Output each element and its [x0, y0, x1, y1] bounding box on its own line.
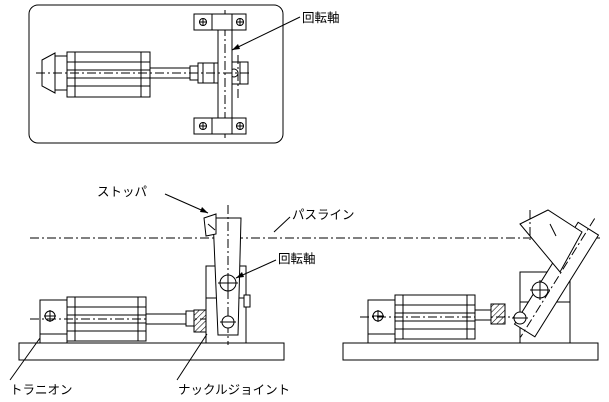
- right-trunnion-support: [367, 299, 396, 344]
- leader-trunnion: [9, 337, 41, 381]
- right-knuckle-joint: [490, 303, 506, 325]
- side-view-left: [9, 193, 285, 381]
- left-rod-nut: [185, 310, 195, 327]
- top-view: [28, 4, 301, 144]
- leader-stopper: [164, 193, 209, 214]
- label-knuckle-joint: ナックルジョイント: [178, 382, 290, 397]
- left-base-plate: [18, 342, 285, 361]
- side-view-right: [342, 209, 600, 361]
- top-view-frame: [28, 4, 284, 144]
- top-cylinder-body: [66, 51, 151, 98]
- left-piston-rod: [145, 313, 189, 325]
- right-base-plate: [342, 342, 599, 361]
- label-stopper: ストッパ: [97, 184, 147, 199]
- right-piston-rod: [474, 309, 492, 321]
- label-pivot-top: 回転軸: [302, 10, 340, 25]
- leader-pass-line: [273, 216, 291, 233]
- label-trunnion: トラニオン: [10, 382, 73, 397]
- top-mount-block-upper: [193, 13, 247, 31]
- left-trunnion-support: [39, 299, 68, 344]
- right-stopper-head: [519, 209, 583, 273]
- leader-knuckle: [176, 333, 208, 381]
- left-stopper: [203, 213, 217, 237]
- top-mount-block-lower: [193, 117, 247, 135]
- label-pivot-mid: 回転軸: [278, 251, 316, 266]
- label-pass-line: パスライン: [292, 207, 355, 222]
- leader-pivot-top: [231, 16, 301, 51]
